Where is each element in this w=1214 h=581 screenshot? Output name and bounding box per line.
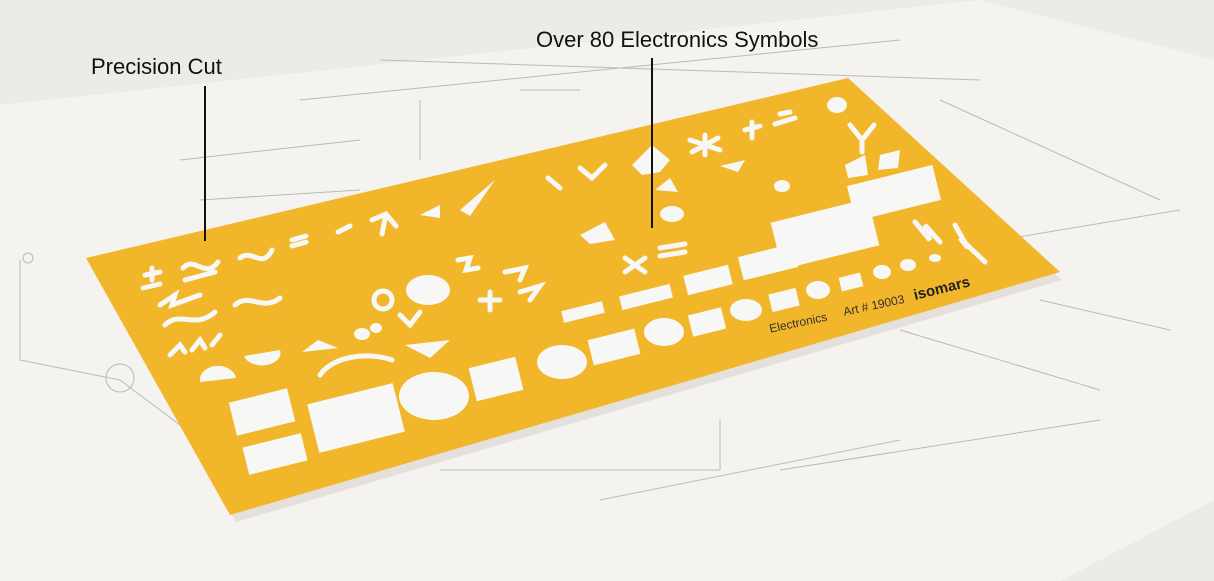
symbol-cutouts bbox=[199, 97, 942, 475]
electronics-symbols-pointer bbox=[651, 58, 653, 228]
precision-cut-pointer bbox=[204, 86, 206, 241]
electronics-symbols-callout: Over 80 Electronics Symbols bbox=[536, 27, 819, 52]
symbol-strokes bbox=[140, 109, 988, 378]
schematic-lines bbox=[19, 39, 1181, 501]
precision-cut-callout: Precision Cut bbox=[91, 54, 222, 79]
